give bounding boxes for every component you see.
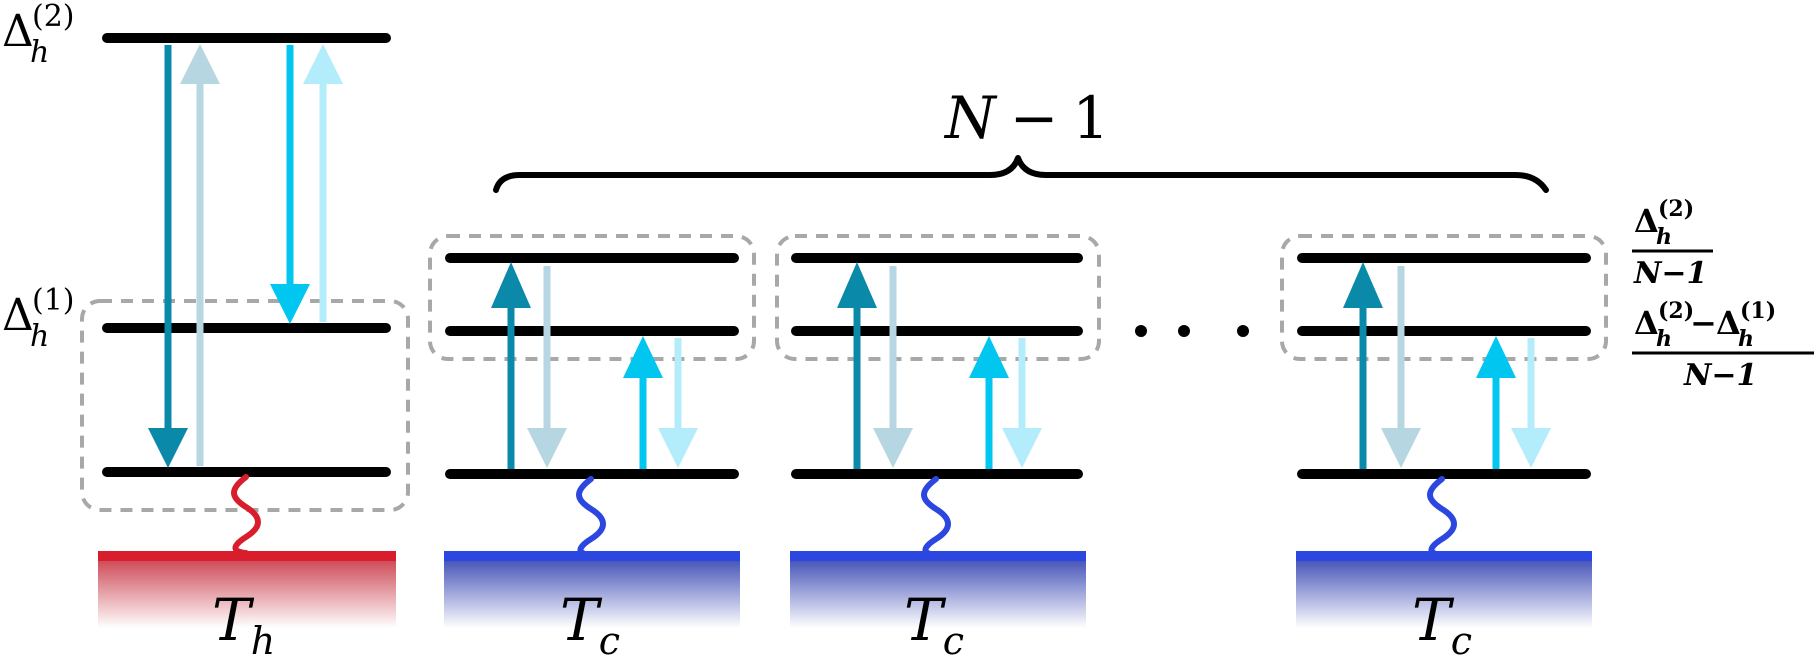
hot-arrow-down-bright — [270, 45, 310, 324]
hot-system: Th Δh(2) Δh(1) — [2, 0, 410, 657]
cold-bath-gradient-1 — [444, 560, 740, 628]
fraction-mid-level: Δh(2)−Δh(1) N−1 — [1632, 298, 1814, 393]
hot-arrow-down-dark — [148, 45, 188, 468]
svg-text:Δh(2)−Δh(1): Δh(2)−Δh(1) — [1634, 298, 1776, 352]
cold2-arrow-up-dark — [837, 262, 877, 469]
cold3-arrow-up-dark — [1343, 262, 1383, 469]
hot-arrow-up-bright-light — [303, 44, 343, 322]
cold3-arrow-down-dark-light — [1381, 266, 1421, 468]
cold3-arrow-up-bright — [1476, 336, 1516, 469]
cold2-arrow-down-dark-light — [873, 266, 913, 468]
n-minus-1-brace: N−1 — [493, 84, 1549, 193]
cold1-arrow-down-bright-light — [658, 338, 698, 468]
cold-bath-gradient-2 — [790, 560, 1086, 628]
cold-system-3: Tc — [1280, 234, 1608, 657]
hot-arrow-up-dark-light — [180, 44, 220, 466]
cold3-coupling-wiggle — [1427, 476, 1457, 558]
svg-text:Δh(2): Δh(2) — [1634, 196, 1694, 250]
hot-bath-label: Th — [212, 586, 275, 657]
cold-system-2: Tc — [775, 234, 1101, 657]
cold-bath-label-2: Tc — [904, 586, 964, 657]
hot-dashed-box — [80, 299, 410, 512]
fraction-mid-denominator: N−1 — [1683, 358, 1757, 393]
hot-coupling-wiggle — [231, 474, 261, 556]
cold2-coupling-wiggle — [921, 476, 951, 558]
cold-bath-label-1: Tc — [560, 586, 620, 657]
label-delta-h-2: Δh(2) — [2, 0, 75, 70]
cold1-arrow-up-bright — [623, 336, 663, 469]
cold-dashed-box-2 — [775, 234, 1101, 361]
ellipsis-dots — [1135, 325, 1249, 337]
cold-dashed-box-1 — [428, 234, 756, 361]
label-delta-h-1: Δh(1) — [2, 283, 75, 354]
cold-dashed-box-3 — [1280, 234, 1608, 361]
fraction-top-level: Δh(2) N−1 — [1632, 196, 1713, 291]
cold1-coupling-wiggle — [576, 476, 606, 558]
cold1-arrow-down-dark-light — [527, 266, 567, 468]
cold-bath-label-3: Tc — [1412, 586, 1472, 657]
fraction-top-denominator: N−1 — [1633, 256, 1707, 291]
cold2-arrow-up-bright — [969, 336, 1009, 469]
cold-system-1: Tc — [428, 234, 756, 657]
cold2-arrow-down-bright-light — [1002, 338, 1042, 468]
cold3-arrow-down-bright-light — [1511, 338, 1551, 468]
hot-bath-gradient — [98, 560, 396, 628]
cold-bath-gradient-3 — [1296, 560, 1592, 628]
n-minus-1-label: N−1 — [943, 84, 1109, 152]
cold1-arrow-up-dark — [491, 262, 531, 469]
